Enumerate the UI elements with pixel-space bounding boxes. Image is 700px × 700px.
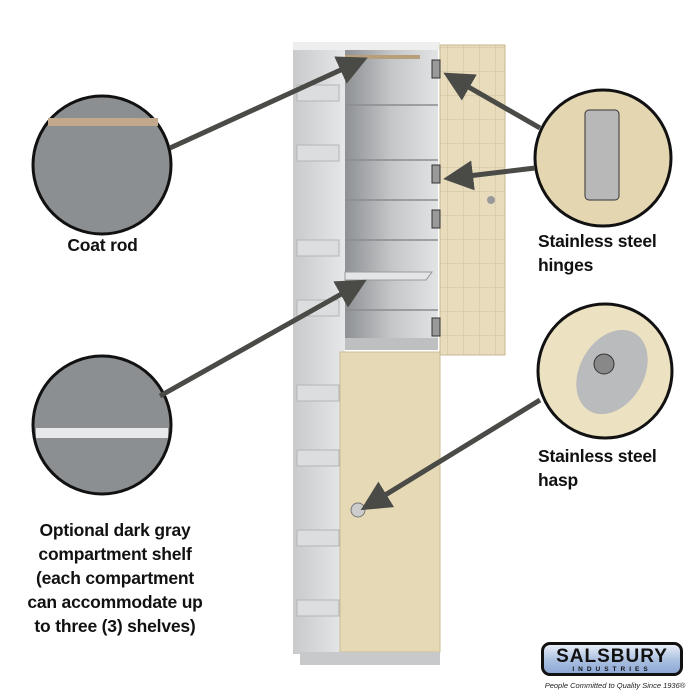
shelf-arrow — [158, 279, 367, 399]
door-lock — [487, 196, 495, 204]
logo-subtitle: INDUSTRIES — [572, 666, 652, 673]
hinges-label-line: Stainless steel — [538, 231, 657, 251]
compartment-shelf — [344, 271, 433, 281]
shelf-detail — [31, 354, 173, 496]
coat-rod-arrow — [168, 56, 368, 151]
shelf-label: Optional dark gray compartment shelf (ea… — [10, 518, 220, 638]
logo-tagline: People Committed to Quality Since 1936® — [544, 681, 686, 690]
shelf-label-line: to three (3) shelves) — [34, 616, 196, 636]
hasp-label: Stainless steel hasp — [538, 444, 657, 492]
hasp-plate-closeup — [576, 329, 648, 415]
locker-base — [300, 652, 440, 665]
hasp-knob-closeup — [593, 353, 615, 375]
coat-rod — [345, 55, 420, 59]
middle-hinge-arrow — [443, 160, 536, 191]
shelf-closeup — [36, 428, 168, 438]
shelf-label-line: can accommodate up — [27, 592, 203, 612]
locker-body — [293, 42, 506, 665]
coat-rod-detail — [31, 94, 173, 236]
hinges-label: Stainless steel hinges — [538, 229, 657, 277]
hasp-arrow — [360, 397, 542, 511]
coat-rod-closeup — [48, 118, 158, 126]
hasp-label-line: Stainless steel — [538, 446, 657, 466]
compartment-interior-lines — [345, 104, 438, 311]
arrows — [158, 56, 542, 511]
shelf-label-line: compartment shelf — [38, 544, 192, 564]
compartment-floor — [345, 338, 438, 350]
shelf-label-line: Optional dark gray — [39, 520, 191, 540]
salsbury-logo: SALSBURY INDUSTRIES — [541, 642, 683, 676]
logo-name: SALSBURY — [556, 646, 668, 667]
locker-side-panel — [293, 42, 345, 654]
hinge-closeup — [584, 109, 620, 201]
upper-hinge-arrow — [443, 72, 542, 131]
hinges-label-line: hinges — [538, 255, 594, 275]
hasp — [350, 502, 366, 518]
hasp-label-line: hasp — [538, 470, 579, 490]
door-hinges — [431, 59, 441, 337]
coat-rod-label: Coat rod — [67, 235, 138, 255]
locker-top — [293, 42, 440, 50]
lower-door — [339, 351, 441, 653]
shelf-label-line: (each compartment — [35, 568, 195, 588]
